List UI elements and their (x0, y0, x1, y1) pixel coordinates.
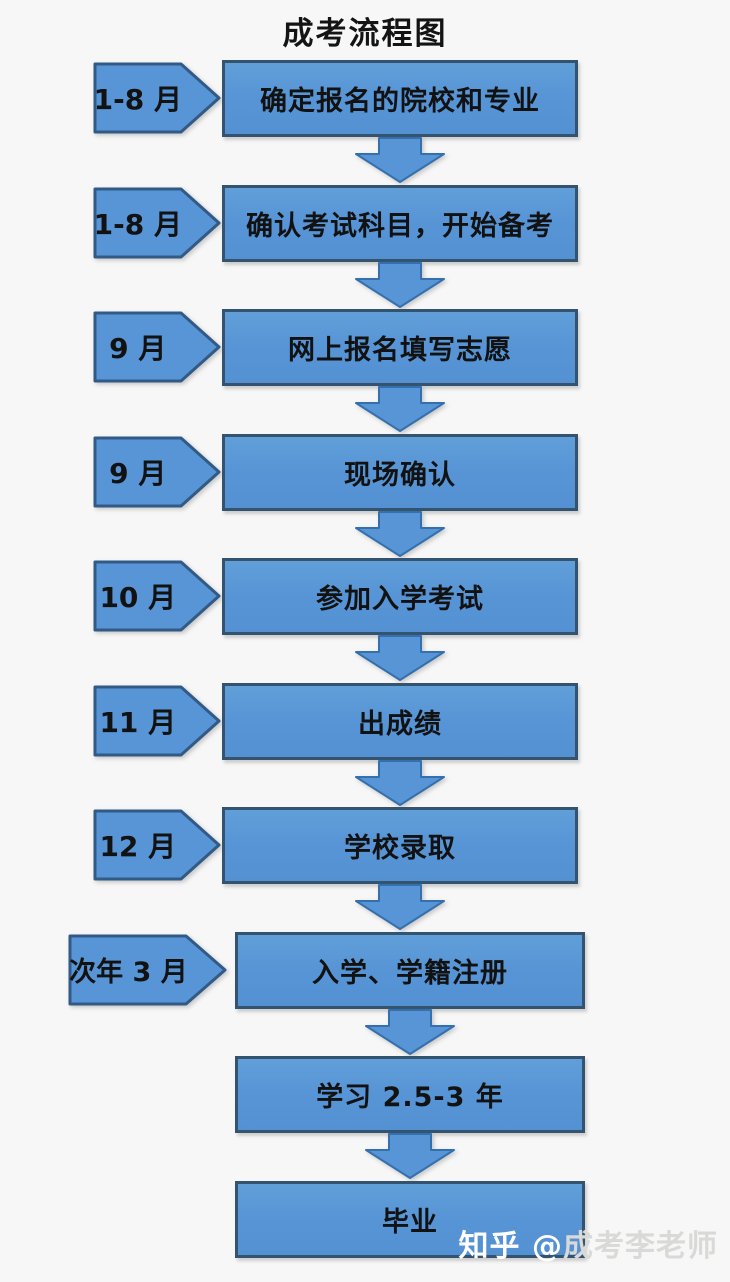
down-arrow-icon (355, 759, 445, 806)
down-arrow-icon (355, 137, 445, 183)
step-row: 12 月 学校录取 (0, 807, 730, 932)
step-row: 次年 3 月 入学、学籍注册 (0, 931, 730, 1057)
step-box: 确定报名的院校和专业 (222, 60, 578, 137)
step-box: 确认考试科目，开始备考 (222, 184, 578, 262)
month-tag: 1-8 月 (93, 187, 221, 259)
step-box: 学校录取 (222, 807, 578, 884)
step-label: 确认考试科目，开始备考 (246, 210, 554, 242)
step-label: 学习 2.5-3 年 (316, 1082, 504, 1113)
month-label: 11 月 (99, 705, 177, 739)
step-box: 毕业 (235, 1180, 585, 1258)
month-tag: 9 月 (93, 436, 221, 508)
down-arrow-icon (355, 386, 445, 432)
step-label: 现场确认 (344, 459, 456, 491)
step-label: 参加入学考试 (316, 584, 484, 615)
month-tag: 12 月 (93, 809, 221, 881)
month-tag: 1-8 月 (93, 62, 221, 134)
month-label: 9 月 (109, 456, 167, 490)
month-label: 1-8 月 (93, 83, 182, 116)
watermark: 知乎 @成考李老师 (459, 1221, 718, 1265)
step-label: 学校录取 (344, 833, 456, 864)
month-pentagon-icon (93, 809, 221, 881)
flow-diagram: 1-8 月 确定报名的院校和专业 1-8 月 确认考试科目，开始备考 9 月 网… (0, 60, 730, 1282)
month-pentagon-icon (68, 934, 227, 1005)
step-box: 现场确认 (222, 433, 578, 511)
step-label: 确定报名的院校和专业 (260, 86, 540, 117)
down-arrow-icon (355, 510, 445, 557)
page-title: 成考流程图 (282, 16, 448, 52)
month-pentagon-icon (93, 311, 221, 383)
step-label: 网上报名填写志愿 (288, 335, 512, 366)
month-pentagon-icon (93, 560, 221, 632)
step-box: 网上报名填写志愿 (222, 309, 578, 386)
month-tag: 10 月 (93, 560, 221, 632)
month-label: 12 月 (99, 830, 177, 863)
down-arrow-icon (355, 261, 445, 308)
watermark-site: 知乎 @ (458, 1229, 563, 1264)
month-tag: 次年 3 月 (68, 934, 227, 1006)
month-pentagon-icon (93, 187, 221, 258)
down-arrow-icon (365, 1133, 455, 1179)
step-row: 学习 2.5-3 年 (0, 1056, 730, 1181)
down-arrow-icon (355, 635, 445, 681)
watermark-account: 成考李老师 (563, 1229, 718, 1264)
step-row: 1-8 月 确认考试科目，开始备考 (0, 184, 730, 310)
month-tag: 11 月 (93, 685, 221, 757)
down-arrow-icon (355, 884, 445, 930)
month-pentagon-icon (93, 62, 221, 134)
month-label: 10 月 (99, 581, 177, 614)
down-arrow-icon (365, 1008, 455, 1055)
month-pentagon-icon (93, 685, 221, 756)
month-label: 1-8 月 (93, 207, 182, 241)
step-row: 11 月 出成绩 (0, 682, 730, 808)
month-label: 9 月 (109, 332, 167, 365)
step-row: 10 月 参加入学考试 (0, 558, 730, 683)
step-label: 毕业 (382, 1206, 438, 1238)
step-row: 毕业 (0, 1180, 730, 1282)
step-label: 入学、学籍注册 (312, 957, 508, 989)
step-row: 9 月 网上报名填写志愿 (0, 309, 730, 434)
step-box: 出成绩 (222, 682, 578, 760)
step-row: 1-8 月 确定报名的院校和专业 (0, 60, 730, 185)
step-row: 9 月 现场确认 (0, 433, 730, 559)
step-label: 出成绩 (358, 708, 442, 740)
step-box: 参加入学考试 (222, 558, 578, 635)
month-tag: 9 月 (93, 311, 221, 383)
step-box: 学习 2.5-3 年 (235, 1056, 585, 1133)
month-label: 次年 3 月 (69, 957, 188, 988)
step-box: 入学、学籍注册 (235, 931, 585, 1009)
month-pentagon-icon (93, 436, 221, 507)
